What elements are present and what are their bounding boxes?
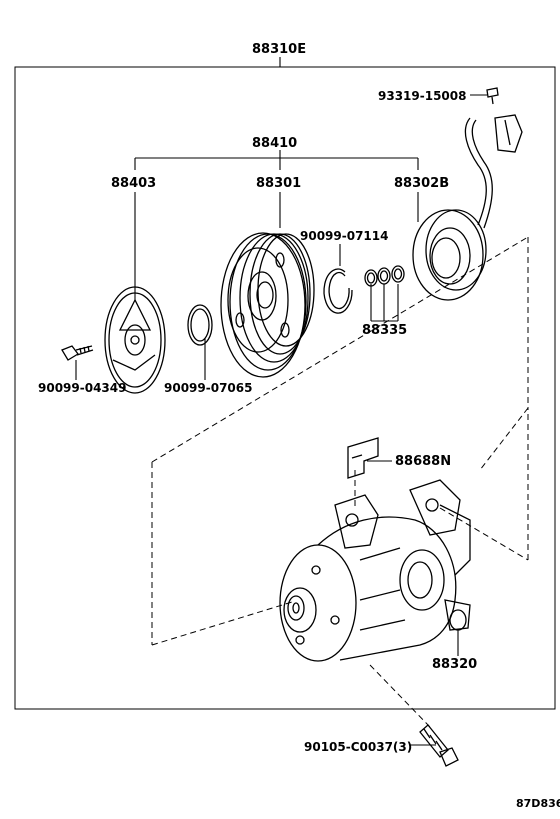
label-90099-04349[interactable]: 90099-04349 [38, 381, 126, 395]
drawing-code: 87D836 [516, 797, 560, 810]
clutch-group-bracket [134, 150, 419, 170]
bolt-90099-04349[interactable] [61, 345, 94, 361]
label-88403[interactable]: 88403 [111, 176, 156, 191]
coil-wire-harness [464, 114, 523, 229]
snap-ring-90099-07114[interactable] [323, 268, 353, 314]
compressor-88320[interactable] [279, 479, 471, 662]
shims-88335[interactable] [364, 265, 405, 287]
label-93319-15008[interactable]: 93319-15008 [378, 89, 466, 103]
label-90099-07065[interactable]: 90099-07065 [164, 381, 252, 395]
label-88410[interactable]: 88410 [252, 136, 297, 151]
bracket-88688N[interactable] [347, 437, 379, 479]
label-88335[interactable]: 88335 [362, 323, 407, 338]
assembly-frame [14, 66, 556, 710]
mount-bolt-90105-C0037[interactable] [419, 724, 459, 767]
label-90105-C0037[interactable]: 90105-C0037(3) [304, 740, 412, 754]
field-coil-88302B[interactable] [412, 209, 487, 301]
label-88688N[interactable]: 88688N [395, 454, 451, 469]
pressure-plate-88403[interactable] [104, 286, 166, 394]
snap-ring-90099-07065[interactable] [187, 304, 213, 346]
screw-93319-15008[interactable] [486, 87, 499, 105]
pulley-88301[interactable] [220, 232, 315, 378]
label-88310E[interactable]: 88310E [252, 42, 306, 57]
label-88320[interactable]: 88320 [432, 657, 477, 672]
label-90099-07114[interactable]: 90099-07114 [300, 229, 388, 243]
label-88301[interactable]: 88301 [256, 176, 301, 191]
label-88302B[interactable]: 88302B [394, 176, 449, 191]
leader-lines [75, 94, 487, 746]
